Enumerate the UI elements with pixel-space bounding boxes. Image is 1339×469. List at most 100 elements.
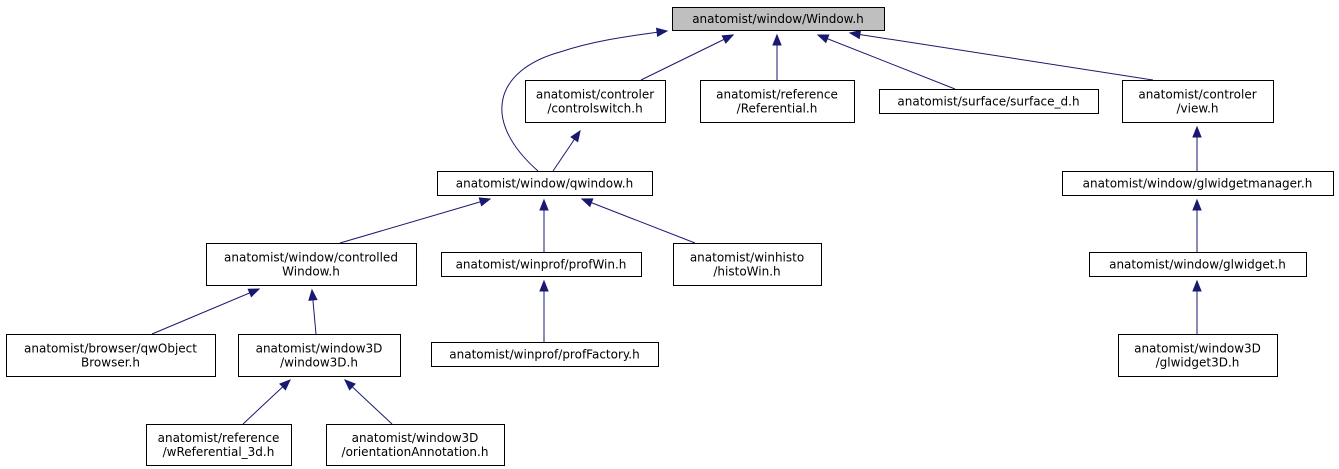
node-label-line: Window.h	[282, 265, 340, 279]
node-label-line: anatomist/winprof/profFactory.h	[449, 348, 639, 362]
arrowhead	[848, 29, 862, 40]
node-box	[1118, 334, 1278, 377]
node-label-line: /window3D.h	[280, 356, 358, 370]
node-box	[326, 424, 505, 466]
node-box	[525, 80, 666, 123]
node-box	[673, 243, 822, 286]
nodes-layer: anatomist/window/Window.h anatomist/contr…	[6, 7, 1334, 466]
node-label-line: anatomist/reference	[716, 88, 838, 102]
node-window3d_h[interactable]: anatomist/window3D/window3D.h	[238, 334, 401, 377]
arrowhead	[308, 288, 318, 301]
edge-line	[581, 198, 696, 244]
edge-window3d_h-to-controlledwindow_h	[308, 288, 318, 335]
node-referential_h[interactable]: anatomist/reference/Referential.h	[700, 80, 855, 123]
node-box	[6, 334, 216, 377]
arrowhead	[247, 288, 261, 298]
edge-orientationannotation_h-to-window3d_h	[344, 379, 393, 425]
node-orientationannotation_h[interactable]: anatomist/window3D/orientationAnnotation…	[326, 424, 505, 466]
node-label-line: anatomist/controler	[536, 88, 654, 102]
node-label-line: anatomist/winhisto	[690, 251, 804, 265]
node-box	[431, 342, 659, 367]
edge-referential_h-to-window_h	[772, 33, 782, 80]
node-profwin_h[interactable]: anatomist/winprof/profWin.h	[441, 252, 642, 277]
arrowhead	[539, 198, 549, 211]
node-label-line: /glwidget3D.h	[1156, 356, 1240, 370]
node-label-line: anatomist/window3D	[1134, 342, 1261, 356]
node-label-line: anatomist/window3D	[256, 342, 383, 356]
node-glwidgetmanager_h[interactable]: anatomist/window/glwidgetmanager.h	[1062, 171, 1334, 196]
arrowhead	[816, 34, 830, 44]
node-box	[238, 334, 401, 377]
node-glwidget_h[interactable]: anatomist/window/glwidget.h	[1089, 252, 1307, 277]
node-view_h[interactable]: anatomist/controler/view.h	[1122, 80, 1274, 123]
edge-qwobjectbrowser_h-to-controlledwindow_h	[151, 288, 261, 335]
node-qwindow_h[interactable]: anatomist/window/qwindow.h	[437, 171, 653, 196]
node-label-line: Browser.h	[81, 356, 140, 370]
node-label-line: anatomist/controler	[1138, 88, 1256, 102]
arrowhead	[478, 197, 492, 207]
node-label-line: anatomist/winprof/profWin.h	[456, 258, 627, 272]
arrowhead	[655, 27, 669, 38]
arrowhead	[580, 198, 594, 208]
edge-glwidget_h-to-glwidgetmanager_h	[1192, 198, 1202, 252]
node-box	[441, 252, 642, 277]
node-label-line: anatomist/window/qwindow.h	[456, 177, 633, 191]
edge-line	[817, 34, 956, 90]
arrowhead	[772, 33, 782, 46]
arrowhead	[1192, 198, 1202, 211]
edge-glwidget3d_h-to-glwidget_h	[1192, 279, 1202, 334]
node-box	[206, 243, 417, 286]
edge-proffactory_h-to-profwin_h	[539, 279, 549, 342]
edge-qwindow_h-to-window_h	[501, 27, 669, 172]
arrowhead	[344, 379, 356, 391]
node-proffactory_h[interactable]: anatomist/winprof/profFactory.h	[431, 342, 659, 367]
edge-controlswitch_h-to-window_h	[640, 34, 735, 81]
node-histowin_h[interactable]: anatomist/winhisto/histoWin.h	[673, 243, 822, 286]
edge-line	[242, 379, 291, 425]
edge-line	[344, 379, 393, 425]
edge-histowin_h-to-qwindow_h	[580, 198, 696, 244]
node-label-line: anatomist/window/controlled	[224, 251, 398, 265]
edge-view_h-to-window_h	[848, 29, 1154, 81]
arrowhead	[539, 279, 549, 292]
edge-line	[151, 288, 260, 335]
edge-line	[501, 30, 668, 172]
edge-glwidgetmanager_h-to-view_h	[1192, 125, 1202, 171]
arrowhead	[570, 129, 581, 143]
node-label-line: anatomist/surface/surface_d.h	[897, 95, 1079, 109]
node-label-line: /wReferential_3d.h	[163, 445, 275, 459]
edge-surface_d_h-to-window_h	[816, 34, 956, 90]
node-label-line: anatomist/browser/qwObject	[24, 342, 197, 356]
node-controlswitch_h[interactable]: anatomist/controler/controlswitch.h	[525, 80, 666, 123]
node-box	[672, 7, 885, 31]
edge-wreferential_3d_h-to-window3d_h	[242, 379, 291, 425]
edge-controlledwindow_h-to-qwindow_h	[339, 197, 492, 244]
node-surface_d_h[interactable]: anatomist/surface/surface_d.h	[879, 89, 1099, 114]
edge-qwindow_h-to-controlswitch_h	[552, 129, 581, 172]
node-label-line: anatomist/window/glwidgetmanager.h	[1083, 177, 1313, 191]
node-window_h[interactable]: anatomist/window/Window.h	[672, 7, 885, 31]
node-box	[1062, 171, 1334, 196]
node-label-line: anatomist/reference	[158, 431, 280, 445]
arrowhead	[721, 34, 735, 44]
edge-profwin_h-to-qwindow_h	[539, 198, 549, 252]
edge-line	[849, 32, 1154, 81]
node-box	[879, 89, 1099, 114]
node-label-line: anatomist/window/Window.h	[692, 12, 864, 26]
edge-line	[640, 34, 734, 81]
arrowhead	[1192, 279, 1202, 292]
node-label-line: /Referential.h	[737, 102, 818, 116]
arrowhead	[1192, 125, 1202, 138]
node-label-line: /orientationAnnotation.h	[342, 445, 489, 459]
node-label-line: /histoWin.h	[713, 265, 780, 279]
node-glwidget3d_h[interactable]: anatomist/window3D/glwidget3D.h	[1118, 334, 1278, 377]
arrowhead	[279, 379, 291, 391]
node-label-line: anatomist/window/glwidget.h	[1109, 258, 1286, 272]
node-wreferential_3d_h[interactable]: anatomist/reference/wReferential_3d.h	[146, 424, 292, 466]
node-box	[146, 424, 292, 466]
edges-layer	[151, 27, 1202, 425]
node-label-line: /controlswitch.h	[547, 102, 642, 116]
